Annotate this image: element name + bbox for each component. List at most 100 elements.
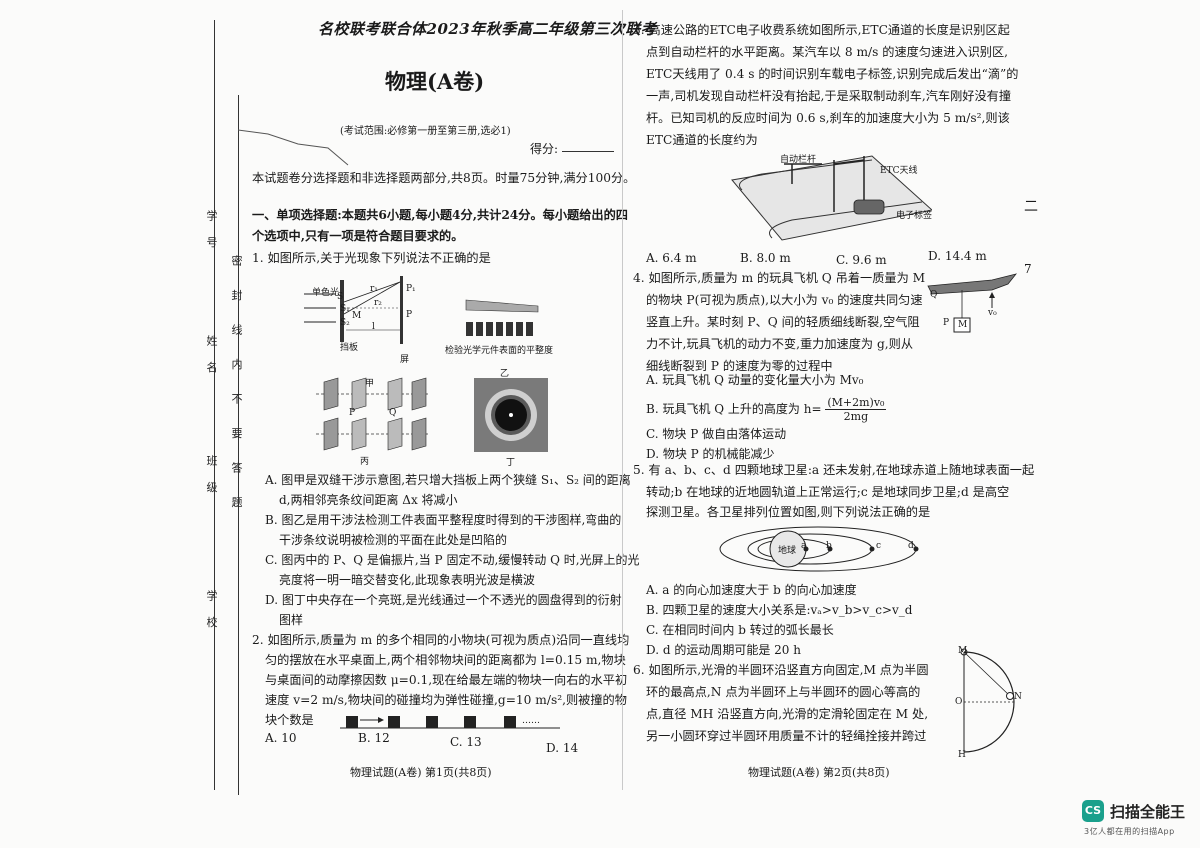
q5-fig-earth: 地球 (778, 546, 797, 556)
exam-scope: (考试范围:必修第一册至第三册,选必1) (340, 126, 511, 137)
q1-option-a-line2: d,两相邻亮条纹间距离 Δx 将减小 (279, 493, 458, 507)
subject-title: 物理(A卷) (385, 69, 485, 94)
q1-fig-pol-q: Q (389, 408, 397, 418)
q2-figure-blocks (340, 716, 560, 729)
section1-line1: 一、单项选择题:本题共6小题,每小题4分,共计24分。每小题给出的四 (252, 208, 628, 222)
q1-option-d-line1[interactable]: D. 图丁中央存在一个亮斑,是光线通过一个不透光的圆盘得到的衍射 (265, 593, 622, 607)
q6-line1: 6. 如图所示,光滑的半圆环沿竖直方向固定,M 点为半圆 (633, 663, 929, 677)
q3-option-d[interactable]: D. 14.4 m (928, 249, 987, 263)
right-edge-mark-mid: 7 (1024, 262, 1032, 276)
q1-fig-ding: 丁 (506, 458, 516, 468)
q4-option-a[interactable]: A. 玩具飞机 Q 动量的变化量大小为 Mv₀ (646, 373, 864, 387)
q1-fig-s2: S₂ (340, 318, 350, 328)
q2-option-b[interactable]: B. 12 (358, 731, 390, 745)
right-edge-mark-top: 二 (1024, 199, 1038, 215)
q1-figure-polarizers (316, 377, 428, 451)
q1-fig-pol-p: P (349, 408, 356, 418)
q3-fig-tag: 电子标签 (896, 211, 933, 221)
q1-stem: 1. 如图所示,关于光现象下列说法不正确的是 (252, 251, 491, 265)
q3-fig-antenna: ETC天线 (880, 166, 918, 176)
q4-figure-toy-plane (927, 273, 1018, 333)
q1-fig-p: P (406, 310, 413, 320)
q3-line2: 点到自动栏杆的水平距离。某汽车以 8 m/s 的速度匀速进入识别区, (646, 45, 1009, 59)
q1-option-c-line2: 亮度将一明一暗交替变化,此现象表明光波是横波 (279, 573, 535, 587)
scanner-badge-icon: CS (1082, 800, 1104, 822)
q5-figure-orbits (719, 526, 919, 572)
q1-fig-r1: r₁ (370, 284, 378, 294)
q5-option-d[interactable]: D. d 的运动周期可能是 20 h (646, 643, 801, 657)
q2-fig-dots: …… (522, 716, 540, 726)
q4-fig-v: v₀ (988, 308, 997, 318)
q3-option-c[interactable]: C. 9.6 m (836, 253, 887, 267)
q5-option-c[interactable]: C. 在相同时间内 b 转过的弧长最长 (646, 623, 834, 637)
q4-fig-p: P (943, 318, 950, 328)
q3-figure-etc-lane (731, 155, 932, 241)
q2-line4: 速度 v=2 m/s,物块间的碰撞均为弹性碰撞,g=10 m/s²,则被撞的物 (265, 693, 627, 707)
q4-option-b-denominator: 2mg (843, 410, 869, 423)
q5-line2: 转动;b 在地球的近地圆轨道上正常运行;c 是地球同步卫星;d 是高空 (646, 485, 1010, 499)
q1-fig-s1: S₁ (340, 304, 350, 314)
q1-option-a-line1[interactable]: A. 图甲是双缝干涉示意图,若只增大挡板上两个狭缝 S₁、S₂ 间的距离 (265, 473, 631, 487)
q1-fig-jia: 甲 (365, 379, 375, 389)
q3-option-a[interactable]: A. 6.4 m (646, 251, 697, 265)
q3-line1: 3. 高速公路的ETC电子收费系统如图所示,ETC通道的长度是识别区起 (633, 23, 1010, 37)
q3-option-b[interactable]: B. 8.0 m (740, 251, 791, 265)
q5-option-b[interactable]: B. 四颗卫星的速度大小关系是:vₐ>v_b>v_c>v_d (646, 603, 913, 617)
q6-line3: 点,直径 MH 沿竖直方向,光滑的定滑轮固定在 M 处, (646, 707, 929, 721)
q1-fig-l: l (372, 322, 375, 332)
score-label: 得分: (530, 142, 559, 156)
q6-fig-n: N (1014, 692, 1022, 702)
q2-option-d[interactable]: D. 14 (546, 741, 579, 755)
binding-line-outer (214, 20, 215, 790)
q6-fig-m: M (958, 646, 968, 656)
q5-fig-a: a (801, 541, 807, 551)
q1-fig-flatness-caption: 检验光学元件表面的平整度 (445, 346, 554, 356)
q2-option-c[interactable]: C. 13 (450, 735, 482, 749)
torn-header-edge (238, 129, 349, 166)
q6-line2: 环的最高点,N 点为半圆环上与半圆环的圆心等高的 (646, 685, 921, 699)
q5-option-a[interactable]: A. a 的向心加速度大于 b 的向心加速度 (646, 583, 857, 597)
q3-line3: ETC天线用了 0.4 s 的时间识别车载电子标签,识别完成后发出“滴”的 (646, 67, 1019, 81)
q1-fig-bing: 丙 (360, 457, 370, 467)
q4-option-c[interactable]: C. 物块 P 做自由落体运动 (646, 427, 787, 441)
union-title: 名校联考联合体2023年秋季高二年级第三次联考 (318, 20, 657, 38)
q1-fig-baffle: 挡板 (340, 343, 359, 353)
q6-fig-h: H (958, 750, 966, 760)
binding-seal-text: 密 封 线 内 不 要 答 题 (230, 255, 243, 518)
q1-fig-p1: P₁ (406, 284, 416, 294)
q4-line4: 力不计,玩具飞机的动力不变,重力加速度为 g,则从 (646, 337, 914, 351)
q2-line5: 块个数是 (265, 713, 314, 727)
q5-fig-d: d (908, 541, 914, 551)
binding-line-inner (238, 95, 239, 795)
q6-fig-o: O (955, 697, 963, 707)
q4-line1: 4. 如图所示,质量为 m 的玩具飞机 Q 吊着一质量为 M (633, 271, 926, 285)
q5-fig-b: b (826, 541, 832, 551)
q1-figure-poisson-spot (474, 378, 548, 452)
q1-fig-mono-light: 单色光 (312, 288, 340, 298)
q4-line3: 竖直上升。某时刻 P、Q 间的轻质细线断裂,空气阻 (646, 315, 920, 329)
q3-fig-gate: 自动栏杆 (780, 155, 817, 165)
binding-student-no: 学 号 (205, 210, 218, 254)
q1-fig-s: S (337, 292, 344, 302)
q1-fig-r2: r₂ (374, 298, 382, 308)
page1-footer: 物理试题(A卷) 第1页(共8页) (350, 766, 492, 779)
q6-figure-semicircle (960, 648, 1015, 753)
q4-line2: 的物块 P(可视为质点),以大小为 v₀ 的速度共同匀速 (646, 293, 923, 307)
section1-line2: 个选项中,只有一项是符合题目要求的。 (252, 229, 464, 243)
q4-option-b-numerator: (M+2m)v₀ (825, 396, 887, 410)
q4-option-d[interactable]: D. 物块 P 的机械能减少 (646, 447, 775, 461)
q1-option-b-line1[interactable]: B. 图乙是用干涉法检测工件表面平整程度时得到的干涉图样,弯曲的 (265, 513, 622, 527)
q4-line5: 细线断裂到 P 的速度为零的过程中 (646, 359, 833, 373)
scanner-slogan: 3亿人都在用的扫描App (1084, 827, 1175, 836)
q2-option-a[interactable]: A. 10 (265, 731, 297, 745)
binding-class: 班 级 (205, 455, 218, 499)
q2-line3: 与桌面间的动摩擦因数 μ=0.1,现在给最左端的物块一向右的水平初 (265, 673, 628, 687)
q4-option-b[interactable]: B. 玩具飞机 Q 上升的高度为 h= (M+2m)v₀ 2mg (646, 396, 887, 423)
q3-line4: 一声,司机发现自动栏杆没有抬起,于是采取制动刹车,汽车刚好没有撞 (646, 89, 1012, 103)
q3-line6: ETC通道的长度约为 (646, 133, 758, 147)
q1-fig-m: M (352, 311, 362, 321)
q1-option-d-line2: 图样 (279, 613, 304, 627)
q1-option-c-line1[interactable]: C. 图丙中的 P、Q 是偏振片,当 P 固定不动,缓慢转动 Q 时,光屏上的光 (265, 553, 640, 567)
score-field[interactable] (562, 150, 614, 152)
q4-option-b-prefix: B. 玩具飞机 Q 上升的高度为 h= (646, 402, 822, 416)
